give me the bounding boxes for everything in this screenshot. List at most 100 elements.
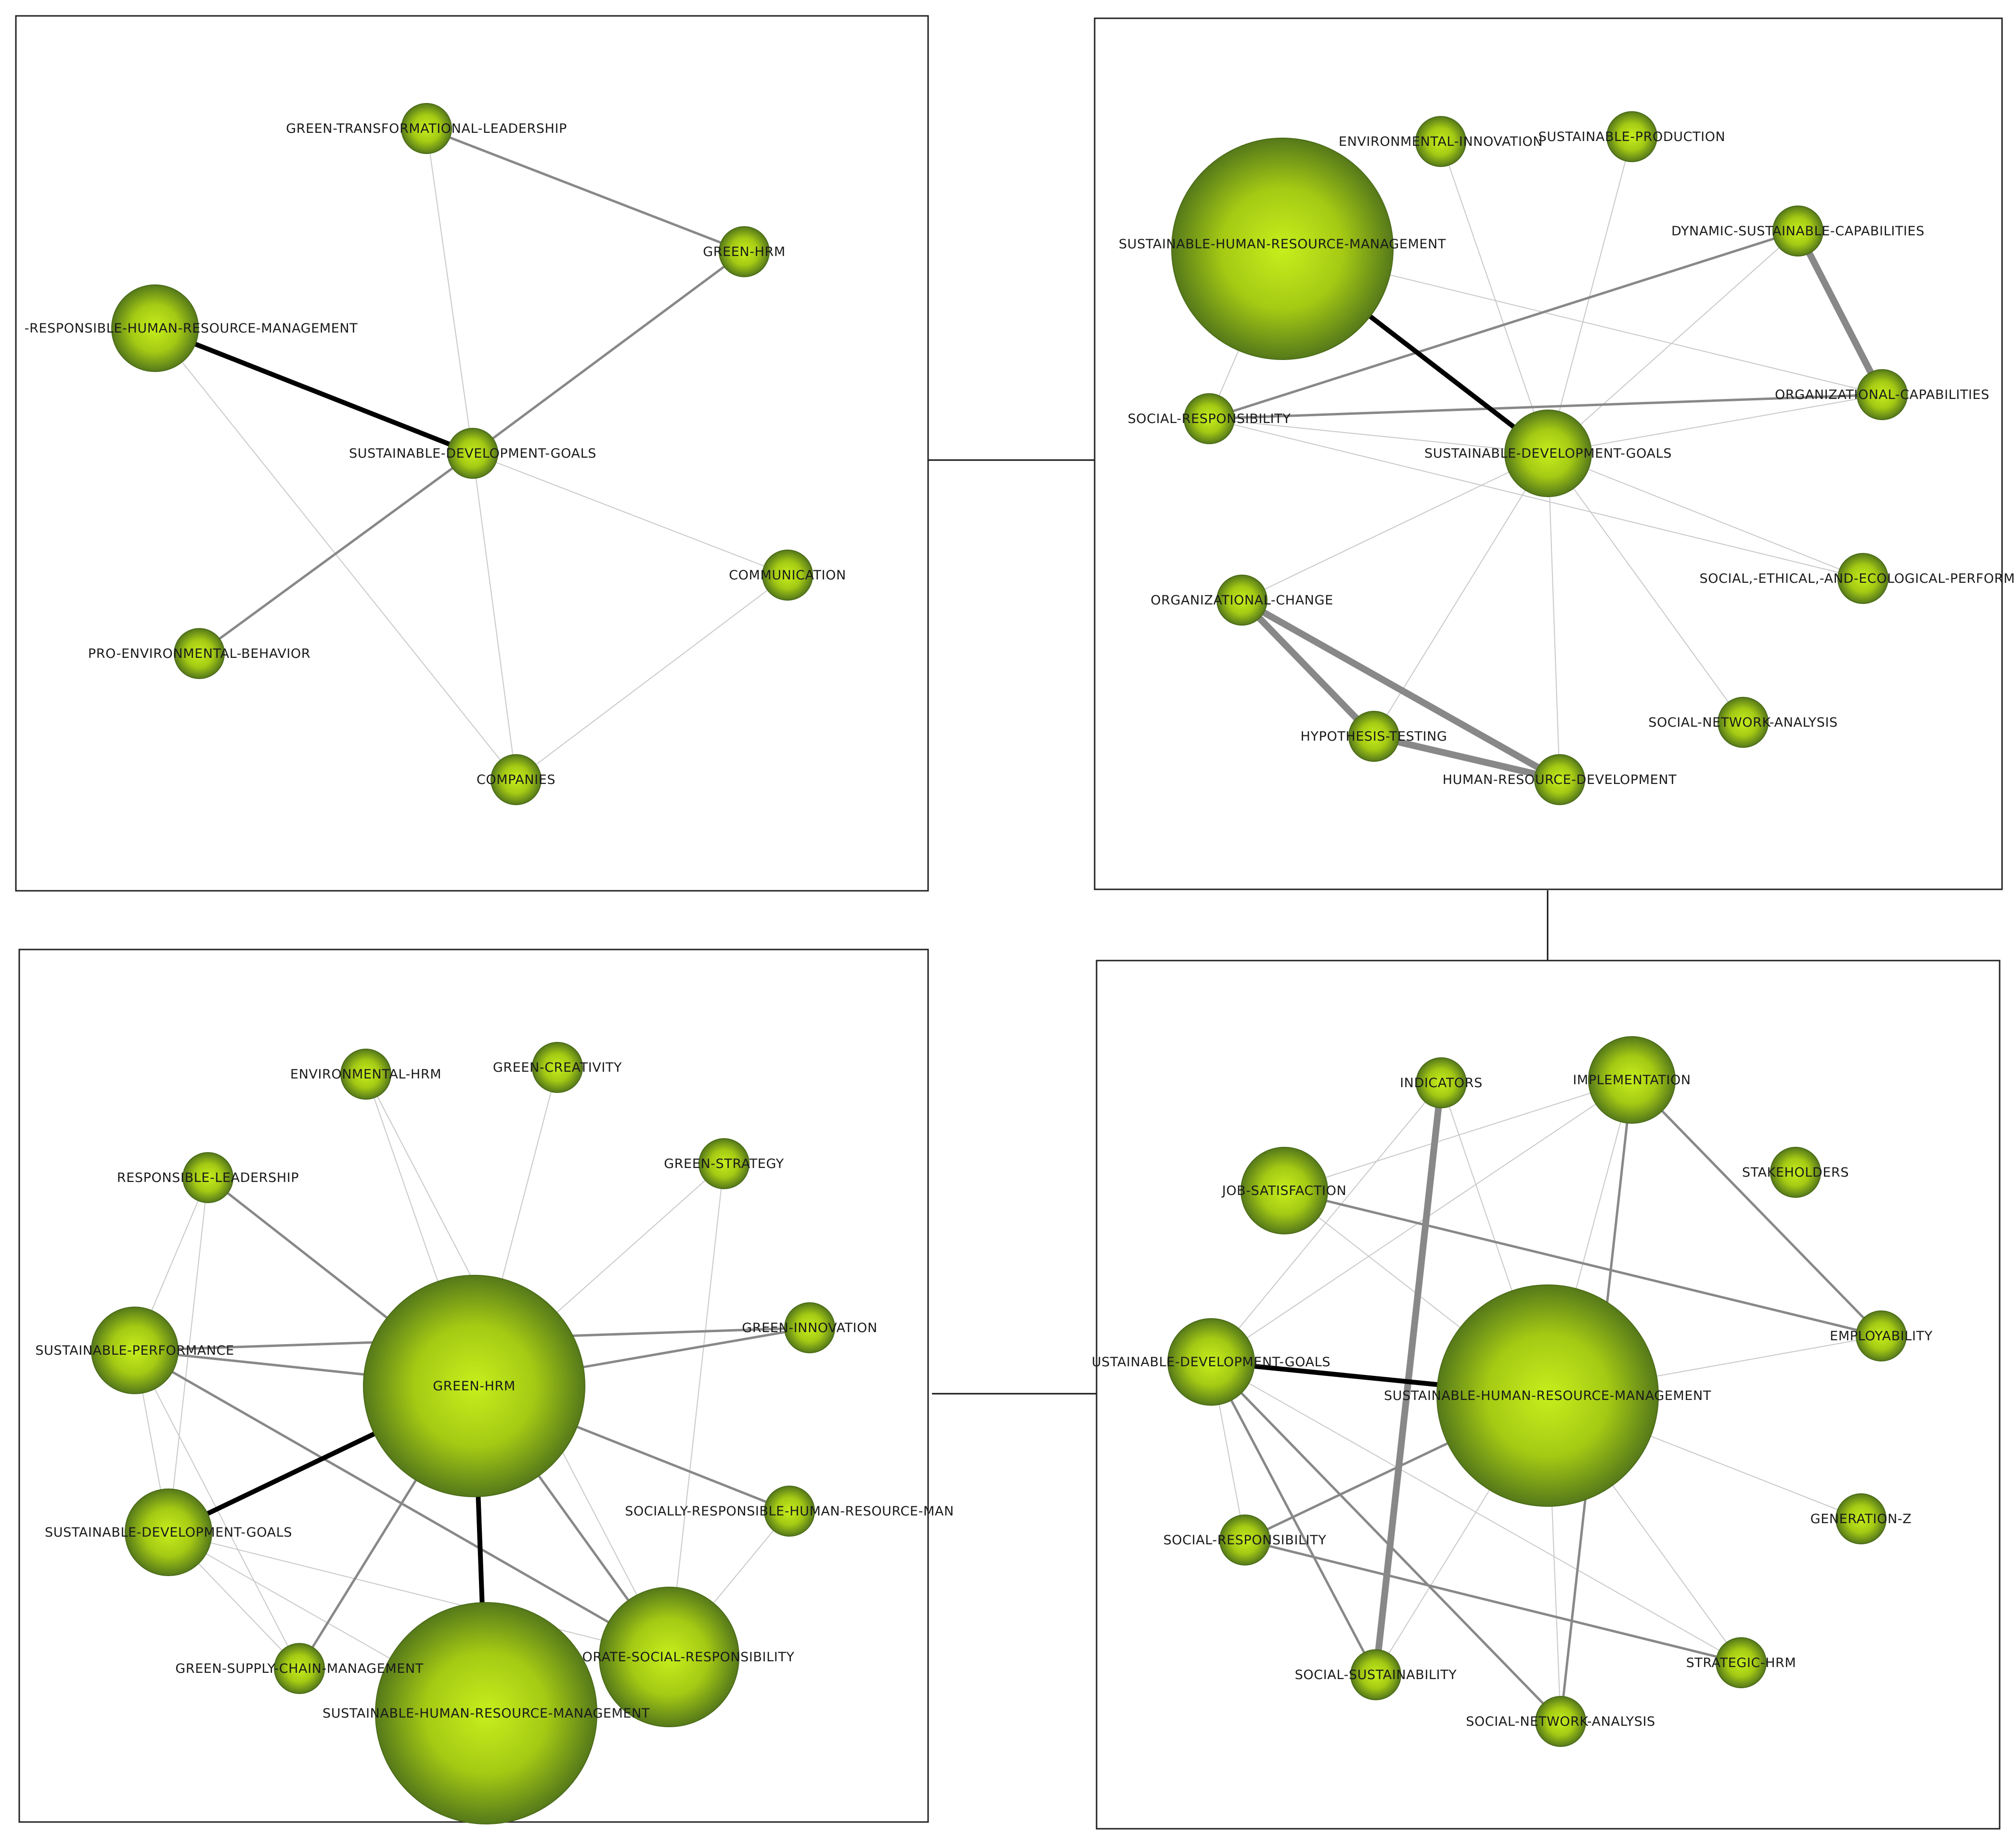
node-circle[interactable]: [274, 1643, 325, 1694]
node-label: SUSTAINABLE-HUMAN-RESOURCE-MANAGEMENT: [1384, 1388, 1711, 1403]
node-circle[interactable]: [1606, 111, 1657, 162]
edge-sdg-shrmx: [1211, 1361, 1742, 1663]
edge-dsc-sdg: [1548, 231, 1798, 454]
node-shrmx[interactable]: [1716, 1637, 1767, 1688]
node-circle[interactable]: [1504, 410, 1592, 497]
node-sdg[interactable]: [125, 1489, 212, 1576]
node-srhrm[interactable]: [764, 1486, 815, 1537]
node-comm[interactable]: [762, 550, 813, 601]
edge-impl-emp: [1630, 1078, 1883, 1337]
node-circle[interactable]: [1716, 1637, 1767, 1688]
node-circle[interactable]: [125, 1489, 212, 1576]
node-csr[interactable]: [599, 1587, 739, 1727]
node-impl[interactable]: [1588, 1036, 1676, 1124]
node-circle[interactable]: [182, 1152, 233, 1203]
node-circle[interactable]: [401, 103, 452, 154]
node-ehrm[interactable]: [340, 1049, 391, 1100]
node-sperf[interactable]: [91, 1307, 179, 1394]
node-peb[interactable]: [174, 628, 225, 679]
node-label: USTAINABLE-DEVELOPMENT-GOALS: [1092, 1355, 1331, 1370]
node-oc[interactable]: [1857, 369, 1908, 420]
node-circle[interactable]: [784, 1302, 835, 1353]
node-circle[interactable]: [1415, 116, 1466, 167]
node-circle[interactable]: [1718, 697, 1769, 748]
node-circle[interactable]: [363, 1275, 585, 1497]
node-seep[interactable]: [1837, 553, 1888, 604]
edge-ei-sdg: [1440, 141, 1549, 454]
node-circle[interactable]: [1416, 1057, 1467, 1108]
node-circle[interactable]: [762, 550, 813, 601]
node-shrm[interactable]: [1171, 138, 1394, 360]
node-circle[interactable]: [698, 1138, 750, 1189]
node-circle[interactable]: [1837, 553, 1888, 604]
node-circle[interactable]: [174, 628, 225, 679]
node-circle[interactable]: [1350, 1649, 1401, 1700]
node-gscm[interactable]: [274, 1643, 325, 1694]
node-js[interactable]: [1241, 1147, 1328, 1234]
node-sna[interactable]: [1718, 697, 1769, 748]
node-circle[interactable]: [599, 1587, 739, 1727]
node-sdg[interactable]: [1167, 1318, 1255, 1406]
node-sr[interactable]: [1219, 1514, 1270, 1566]
node-circle[interactable]: [1216, 575, 1267, 626]
node-circle[interactable]: [91, 1307, 179, 1394]
node-circle[interactable]: [1184, 393, 1235, 444]
node-circle[interactable]: [719, 226, 770, 277]
node-circle[interactable]: [764, 1486, 815, 1537]
node-circle[interactable]: [1857, 369, 1908, 420]
node-sdg[interactable]: [1504, 410, 1592, 497]
node-circle[interactable]: [1856, 1310, 1907, 1361]
node-dsc[interactable]: [1772, 205, 1823, 257]
node-circle[interactable]: [1588, 1036, 1676, 1124]
node-circle[interactable]: [1436, 1284, 1659, 1507]
node-circle[interactable]: [491, 754, 542, 805]
node-emp[interactable]: [1856, 1310, 1907, 1361]
node-circle[interactable]: [1219, 1514, 1270, 1566]
node-ghrm[interactable]: [719, 226, 770, 277]
node-gs[interactable]: [698, 1138, 750, 1189]
node-label: SUSTAINABLE-PRODUCTION: [1538, 129, 1726, 144]
node-circle[interactable]: [532, 1042, 583, 1093]
node-ss[interactable]: [1350, 1649, 1401, 1700]
node-label: GREEN-TRANSFORMATIONAL-LEADERSHIP: [286, 121, 567, 136]
node-rl[interactable]: [182, 1152, 233, 1203]
node-sna[interactable]: [1535, 1696, 1586, 1747]
node-circle[interactable]: [1772, 205, 1823, 257]
node-ei[interactable]: [1415, 116, 1466, 167]
edge-sdg-seep: [1548, 453, 1863, 579]
node-sr[interactable]: [1184, 393, 1235, 444]
node-circle[interactable]: [340, 1049, 391, 1100]
node-gi[interactable]: [784, 1302, 835, 1353]
node-circle[interactable]: [111, 284, 199, 372]
node-circle[interactable]: [1241, 1147, 1328, 1234]
node-circle[interactable]: [1835, 1493, 1887, 1544]
node-shrm[interactable]: [375, 1602, 597, 1824]
node-ht[interactable]: [1348, 711, 1399, 762]
node-circle[interactable]: [1171, 138, 1394, 360]
edge-sdg-ss: [1210, 1360, 1377, 1676]
node-circle[interactable]: [1167, 1318, 1255, 1406]
node-gc[interactable]: [532, 1042, 583, 1093]
node-circle[interactable]: [1535, 1696, 1586, 1747]
node-stk[interactable]: [1770, 1147, 1821, 1198]
node-shrm[interactable]: [1436, 1284, 1659, 1507]
node-circle[interactable]: [1534, 754, 1585, 805]
node-och[interactable]: [1216, 575, 1267, 626]
node-hrd[interactable]: [1534, 754, 1585, 805]
node-srhrm[interactable]: [111, 284, 199, 372]
node-comp[interactable]: [491, 754, 542, 805]
node-circle[interactable]: [1770, 1147, 1821, 1198]
node-circle[interactable]: [375, 1602, 597, 1824]
node-circle[interactable]: [1348, 711, 1399, 762]
node-ind[interactable]: [1416, 1057, 1467, 1108]
node-ghrm[interactable]: [363, 1275, 585, 1497]
node-genz[interactable]: [1835, 1493, 1887, 1544]
node-circle[interactable]: [447, 428, 498, 479]
edge-comm-comp: [516, 575, 788, 780]
node-gtl[interactable]: [401, 103, 452, 154]
node-sp[interactable]: [1606, 111, 1657, 162]
node-sdg[interactable]: [447, 428, 498, 479]
node-label: DYNAMIC-SUSTAINABLE-CAPABILITIES: [1671, 224, 1925, 239]
